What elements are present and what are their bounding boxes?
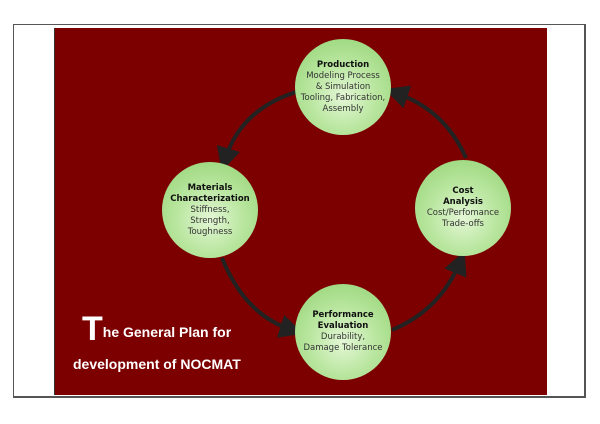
node-title: Materials [187, 182, 233, 193]
node-text: Strength, [190, 215, 230, 226]
slide-frame [13, 24, 586, 398]
node-text: Stiffness, [190, 204, 230, 215]
arrow-cost-to-production [384, 85, 468, 159]
node-production: Production Modeling Process & Simulation… [295, 39, 391, 135]
heading-text: he General Plan for [102, 324, 232, 340]
node-title: Cost [452, 186, 474, 196]
node-performance: Performance Evaluation Durability, Damag… [295, 284, 391, 380]
node-text: Cost/Perfomance [426, 208, 500, 218]
node-text: Trade-offs [442, 219, 484, 229]
heading-line-2: development of NOCMAT [73, 356, 241, 372]
arrow-performance-to-cost [391, 250, 467, 332]
node-title: Performance [312, 310, 374, 320]
node-text: Tooling, Fabrication, [300, 92, 386, 103]
node-text: Assembly [322, 103, 364, 114]
node-title: Production [316, 59, 370, 70]
node-text: & Simulation [315, 81, 371, 92]
arrow-production-to-materials [216, 90, 297, 172]
heading-line-1: The General Plan for [82, 310, 231, 349]
heading-initial: T [82, 310, 103, 348]
node-cost: Cost Analysis Cost/Perfomance Trade-offs [415, 160, 511, 256]
node-title: Analysis [443, 197, 483, 207]
arrow-materials-to-performance [220, 257, 304, 338]
node-text: Toughness [187, 226, 233, 237]
node-text: Modeling Process [306, 70, 380, 81]
node-materials: Materials Characterization Stiffness, St… [162, 162, 258, 258]
node-text: Durability, [320, 332, 366, 342]
node-text: Damage Tolerance [303, 343, 383, 353]
node-title: Evaluation [317, 321, 369, 331]
node-title: Characterization [170, 193, 250, 204]
